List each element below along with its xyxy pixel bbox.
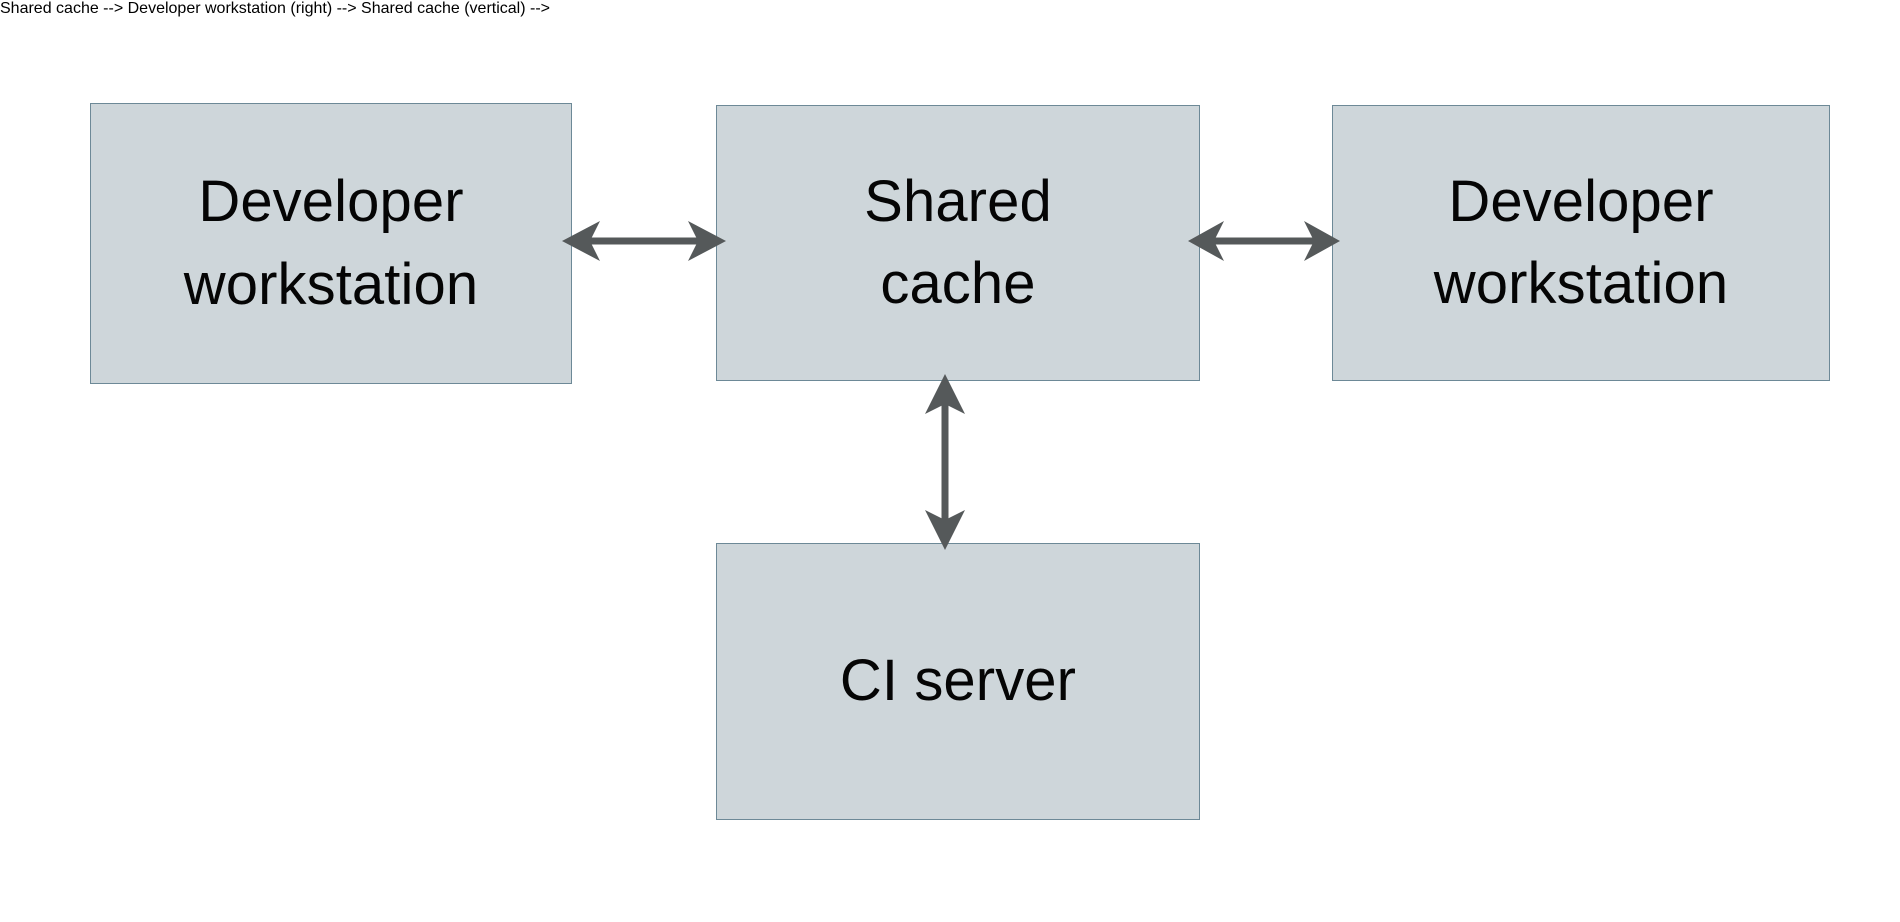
double-arrow-vertical-icon: [925, 374, 965, 550]
node-label: CI server: [839, 648, 1077, 714]
node-developer-workstation-left[interactable]: Developer workstation: [90, 103, 572, 384]
double-arrow-horizontal-icon: [1188, 221, 1340, 261]
connector-ci-server-to-shared-cache[interactable]: [910, 372, 980, 552]
connector-dev-left-to-shared-cache[interactable]: [560, 206, 728, 276]
double-arrow-horizontal-icon: [562, 221, 726, 261]
node-shared-cache[interactable]: Shared cache: [716, 105, 1200, 381]
node-ci-server[interactable]: CI server: [716, 543, 1200, 820]
node-label: Shared cache: [864, 168, 1052, 316]
node-label: Developer workstation: [183, 169, 479, 317]
connector-shared-cache-to-dev-right[interactable]: [1186, 206, 1342, 276]
node-label: Developer workstation: [1433, 168, 1729, 316]
node-developer-workstation-right[interactable]: Developer workstation: [1332, 105, 1830, 381]
